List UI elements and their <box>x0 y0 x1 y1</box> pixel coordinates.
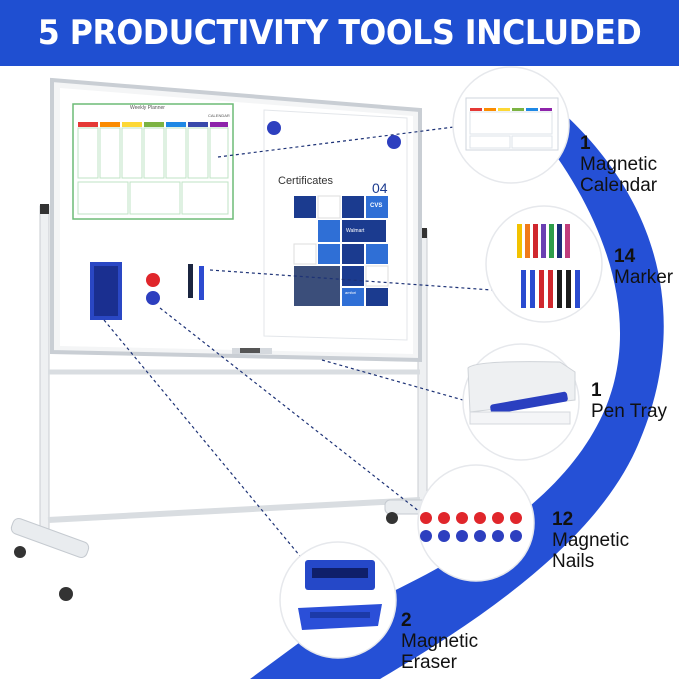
nails-line2: Nails <box>552 551 595 572</box>
marker-count: 14 <box>614 246 636 267</box>
planner-sub: CALENDAR <box>208 113 230 118</box>
banner-title: 5 PRODUCTIVITY TOOLS INCLUDED <box>37 13 642 53</box>
callout-eraser: 2 Magnetic Eraser <box>401 611 478 672</box>
callout-marker: 14 Marker <box>614 247 673 287</box>
calendar-line2: Calendar <box>580 175 658 196</box>
calendar-thumbnail <box>452 66 570 184</box>
poster-title: Certificates <box>278 175 334 187</box>
markers-thumbnail <box>485 205 603 323</box>
poster-logo-walmart: Walmart <box>346 228 365 234</box>
magnets-thumbnail <box>417 464 535 582</box>
poster-logo-amfori: amfori <box>345 290 357 295</box>
nails-line1: Magnetic <box>552 530 630 551</box>
nails-count: 12 <box>552 509 574 530</box>
poster-number: 04 <box>372 180 388 196</box>
planner-title: Weekly Planner <box>130 105 165 111</box>
tray-line1: Pen Tray <box>591 401 668 422</box>
tray-count: 1 <box>591 380 602 401</box>
poster-logo-cvs: CVS <box>370 203 383 209</box>
eraser-line1: Magnetic <box>401 631 479 652</box>
marker-line1: Marker <box>614 267 674 288</box>
eraser-count: 2 <box>401 610 412 631</box>
calendar-line1: Magnetic <box>580 154 658 175</box>
callout-tray: 1 Pen Tray <box>591 381 667 421</box>
calendar-count: 1 <box>580 133 591 154</box>
pen-tray-thumbnail <box>462 343 580 461</box>
callout-calendar: 1 Magnetic Calendar <box>580 134 657 195</box>
eraser-line2: Eraser <box>401 652 457 673</box>
title-banner: 5 PRODUCTIVITY TOOLS INCLUDED <box>0 0 679 66</box>
callout-nails: 12 Magnetic Nails <box>552 510 629 571</box>
eraser-thumbnail <box>279 541 397 659</box>
